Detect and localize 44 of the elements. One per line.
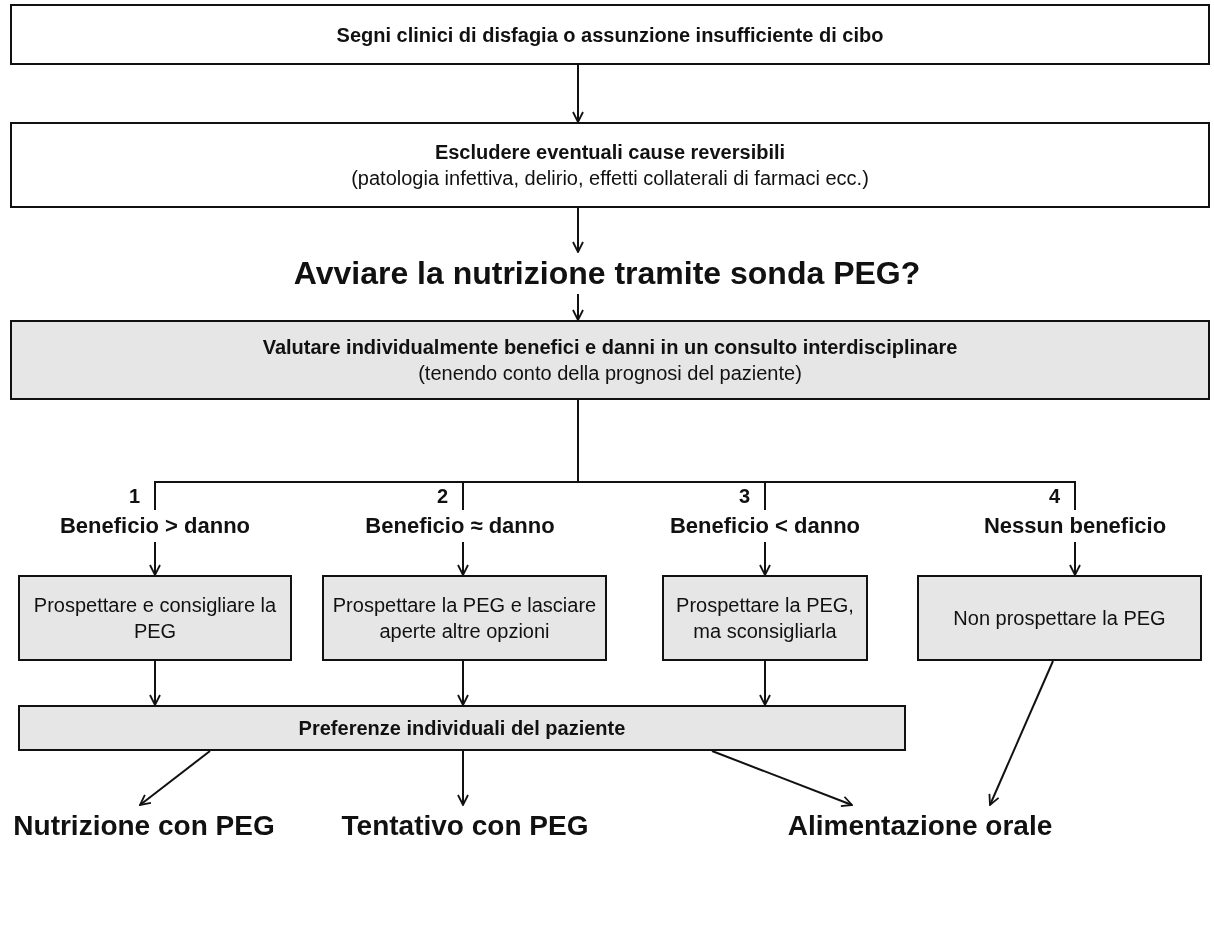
outcome-label: Nutrizione con PEG [4,805,284,847]
box-heading: Prospettare la PEG, ma sconsigliarla [675,593,855,644]
arrow [457,660,469,706]
branch-number: 1 [128,486,142,506]
arrow [1069,541,1081,576]
arrow [759,660,771,706]
branch-number: 2 [436,486,450,506]
branch-label: Beneficio > danno [30,510,280,542]
arrow [572,293,584,321]
arrow [572,207,584,253]
box-heading: Preferenze individuali del paziente [298,716,626,741]
branch-label: Beneficio ≈ danno [330,510,590,542]
question-heading: Avviare la nutrizione tramite sonda PEG? [200,252,1014,294]
arrow [572,64,584,123]
arrow [149,660,161,706]
arrow [711,750,853,807]
process-box [10,320,1210,400]
arrow [149,541,161,576]
box-heading: Prospettare la PEG e lasciare aperte altre opzioni [331,593,598,644]
process-box [18,575,292,661]
process-box [18,705,906,751]
arrow [759,541,771,576]
arrow [139,750,211,806]
process-box [322,575,607,661]
process-box [662,575,868,661]
box-heading: Segni clinici di disfagia o assunzione insufficiente di cibo [336,22,884,48]
arrow [988,660,1054,806]
arrow [457,541,469,576]
box-text: (tenendo conto della prognosi del paziente) [418,361,802,386]
box-heading: Valutare individualmente benefici e danni in un consulto interdisciplinare [262,335,958,360]
branch-number: 3 [738,486,752,506]
box-text: (patologia infettiva, delirio, effetti collaterali di farmaci ecc.) [351,166,869,191]
process-box [917,575,1202,661]
process-box [10,4,1210,65]
box-heading: Escludere eventuali cause reversibili [434,140,786,165]
arrow [457,750,469,806]
branch-label: Nessun beneficio [955,510,1195,542]
process-box [10,122,1210,208]
box-heading: Non prospettare la PEG [953,606,1166,631]
box-heading: Prospettare e consigliare la PEG [32,593,278,644]
outcome-label: Alimentazione orale [735,805,1105,847]
branch-number: 4 [1048,486,1062,506]
branch-label: Beneficio < danno [630,510,900,542]
outcome-label: Tentativo con PEG [320,805,610,847]
